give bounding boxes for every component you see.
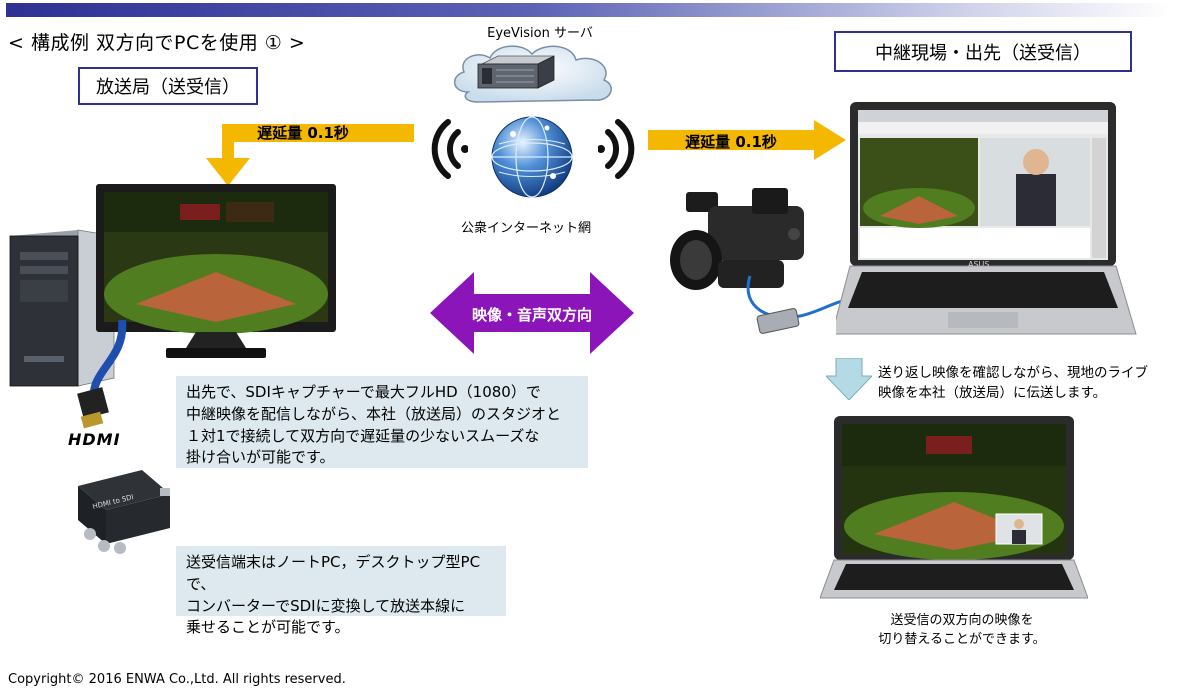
internet-label: 公衆インターネット網 xyxy=(446,220,606,239)
converter-note: 送受信端末はノートPC，デスクトップ型PCで、 コンバーターでSDIに変換して放… xyxy=(176,546,506,616)
wifi-signal-icon xyxy=(428,118,468,180)
note-line: 送受信端末はノートPC，デスクトップ型PCで、 xyxy=(186,552,496,596)
note-line: 出先で、SDIキャプチャーで最大フルHD（1080）で xyxy=(186,382,578,404)
converter-box-icon xyxy=(64,466,176,562)
note-line: 送り返し映像を確認しながら、現地のライブ xyxy=(878,363,1148,383)
bidirectional-label: 映像・音声双方向 xyxy=(470,304,594,325)
wifi-signal-icon xyxy=(598,118,638,180)
note-line: 送受信の双方向の映像を xyxy=(862,612,1062,631)
delay-label-right: 遅延量 0.1秒 xyxy=(666,131,796,152)
broadcast-station-label: 放送局（送受信） xyxy=(78,67,258,105)
note-line: 中継映像を配信しながら、本社（放送局）のスタジオと xyxy=(186,404,578,426)
return-note: 送り返し映像を確認しながら、現地のライブ 映像を本社（放送局）に伝送します。 xyxy=(878,363,1148,404)
laptop-icon xyxy=(836,100,1138,338)
hdmi-logo: HDMI xyxy=(68,430,121,449)
copyright: Copyright© 2016 ENWA Co.,Ltd. All rights… xyxy=(8,672,346,687)
broadcast-station-text: 放送局（送受信） xyxy=(96,73,240,99)
note-line: 乗せることが可能です。 xyxy=(186,617,496,639)
relay-site-text: 中継現場・出先（送受信） xyxy=(875,39,1091,65)
globe-icon xyxy=(489,114,575,200)
note-line: コンバーターでSDIに変換して放送本線に xyxy=(186,596,496,618)
page-title: < 構成例 双方向でPCを使用 ① > xyxy=(8,28,305,55)
note-line: 切り替えることができます。 xyxy=(862,631,1062,650)
main-note: 出先で、SDIキャプチャーで最大フルHD（1080）で 中継映像を配信しながら、… xyxy=(176,376,588,468)
header-bar xyxy=(6,3,1171,17)
relay-site-label: 中継現場・出先（送受信） xyxy=(834,31,1132,72)
note-line: 映像を本社（放送局）に伝送します。 xyxy=(878,383,1148,403)
laptop-icon xyxy=(820,414,1088,604)
hdmi-cable-icon xyxy=(70,320,140,430)
note-line: 掛け合いが可能です。 xyxy=(186,447,578,469)
delay-label-left: 遅延量 0.1秒 xyxy=(248,122,358,143)
note-line: １対1で接続して双方向で遅延量の少ないスムーズな xyxy=(186,426,578,448)
switch-note: 送受信の双方向の映像を 切り替えることができます。 xyxy=(862,612,1062,650)
down-arrow xyxy=(826,358,872,400)
laptop-brand: ASUS xyxy=(968,260,989,269)
server-icon xyxy=(476,54,556,90)
